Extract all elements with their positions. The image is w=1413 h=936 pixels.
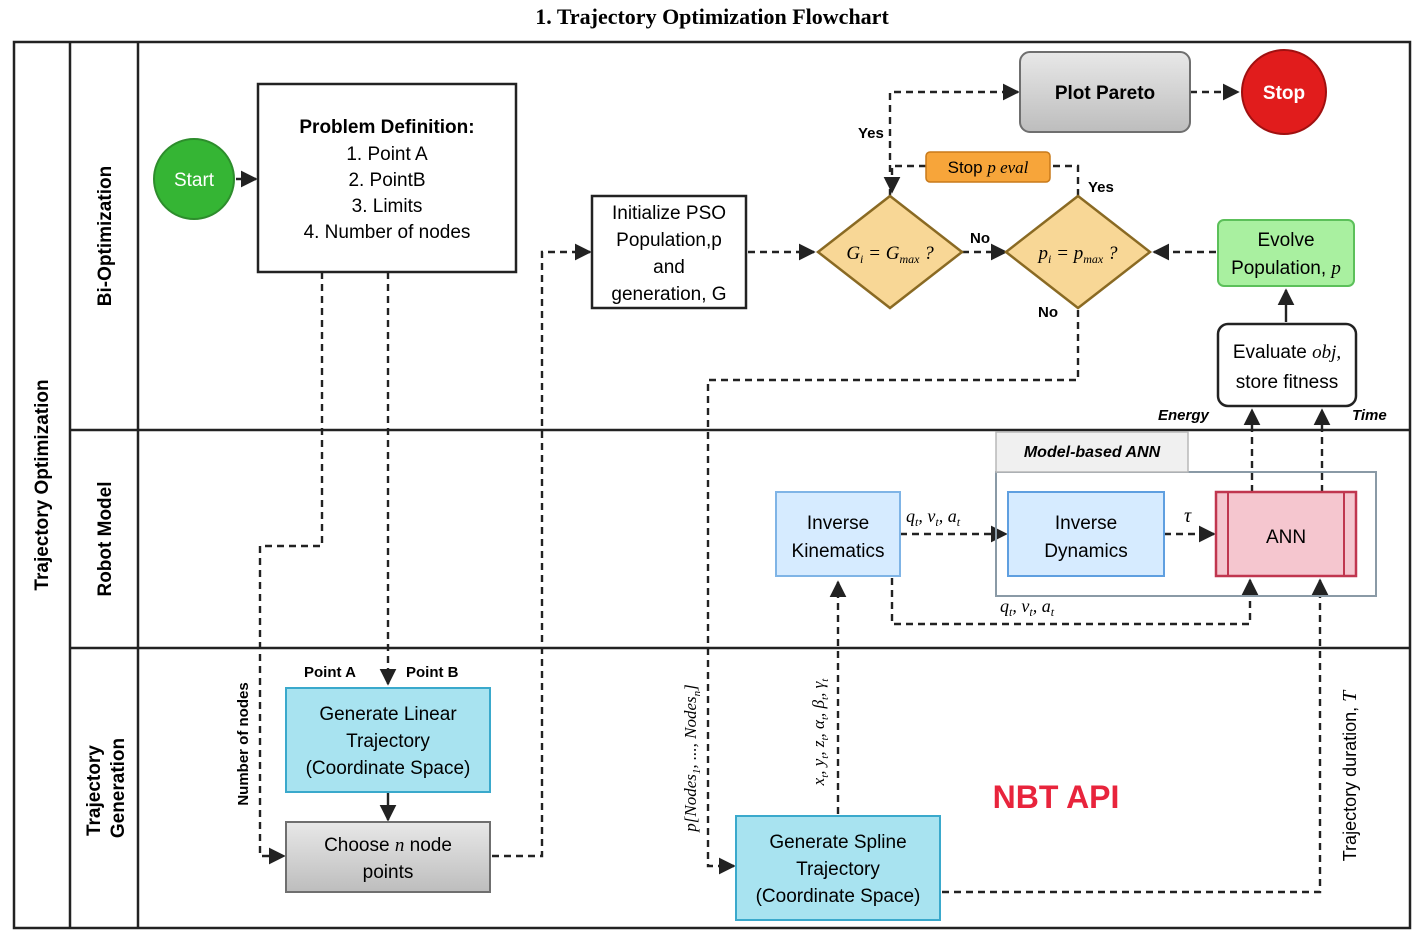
svg-text:Trajectory: Trajectory	[346, 731, 430, 752]
svg-text:3. Limits: 3. Limits	[352, 196, 423, 217]
generate-spline-trajectory-box: Generate Spline Trajectory (Coordinate S…	[735, 815, 941, 921]
inverse-dynamics-box: Inverse Dynamics	[1007, 491, 1165, 577]
svg-text:Inverse: Inverse	[1055, 513, 1117, 534]
start-node: Start	[153, 138, 235, 220]
svg-text:and: and	[653, 257, 685, 278]
edge-label-no-mid: No	[970, 230, 990, 247]
edge-label-yes-right: Yes	[1088, 179, 1114, 196]
edge-label-point-b: Point B	[406, 664, 459, 681]
svg-text:Gi = Gmax ?: Gi = Gmax ?	[846, 243, 934, 266]
svg-text:Start: Start	[174, 170, 215, 191]
evaluate-objective-box: Evaluate obj, store fitness	[1216, 322, 1358, 408]
stop-node: Stop	[1241, 49, 1327, 135]
edge-label-time: Time	[1352, 407, 1387, 424]
svg-text:(Coordinate Space): (Coordinate Space)	[756, 886, 921, 907]
svg-text:Plot Pareto: Plot Pareto	[1055, 83, 1155, 104]
edge-label-qva-bottom: qt, vt, at	[1000, 596, 1055, 619]
svg-text:Model-based ANN: Model-based ANN	[1024, 444, 1161, 461]
svg-text:Stop: Stop	[1263, 83, 1305, 104]
edge-label-point-a: Point A	[304, 664, 356, 681]
svg-text:Population, p: Population, p	[1231, 258, 1341, 279]
svg-text:Evaluate obj,: Evaluate obj,	[1233, 342, 1341, 363]
svg-text:Generate Linear: Generate Linear	[319, 704, 457, 725]
svg-text:Population,p: Population,p	[616, 230, 722, 251]
edge-label-yes-top: Yes	[858, 125, 884, 142]
svg-text:Inverse: Inverse	[807, 513, 869, 534]
svg-text:(Coordinate Space): (Coordinate Space)	[306, 758, 471, 779]
svg-text:1. Point A: 1. Point A	[346, 144, 428, 165]
svg-text:Trajectory: Trajectory	[796, 859, 880, 880]
edge-label-tau: τ	[1184, 505, 1192, 527]
svg-text:Initialize PSO: Initialize PSO	[612, 203, 726, 224]
decision-generation-max: Gi = Gmax ?	[815, 194, 965, 310]
edge-label-number-of-nodes: Number of nodes	[235, 682, 252, 805]
svg-text:Choose n node: Choose n node	[324, 835, 452, 856]
svg-text:Evolve: Evolve	[1257, 230, 1314, 251]
edge-label-nodes-vector: p[Nodes1, ..., Nodesn]	[681, 684, 703, 833]
svg-text:generation, G: generation, G	[611, 284, 726, 305]
lane-label-trajectory-generation: Trajectory Generation	[84, 738, 129, 838]
model-based-ann-group: Model-based ANN	[995, 431, 1377, 597]
lane-label-bi-optimization: Bi-Optimization	[95, 166, 116, 306]
decision-population-max: pi = pmax ?	[1003, 194, 1153, 310]
initialize-pso-box: Initialize PSO Population,p and generati…	[590, 194, 748, 310]
edge-label-trajectory-duration: Trajectory duration, T	[1339, 689, 1361, 861]
generate-linear-trajectory-box: Generate Linear Trajectory (Coordinate S…	[285, 687, 491, 793]
edge-label-no-bottom: No	[1038, 304, 1058, 321]
svg-text:Kinematics: Kinematics	[792, 541, 885, 562]
svg-text:Dynamics: Dynamics	[1044, 541, 1127, 562]
edge-label-spline-variables: xt, yt, zt, αt, βt, γt	[809, 678, 831, 787]
edges	[236, 83, 1331, 894]
inverse-kinematics-box: Inverse Kinematics	[775, 491, 901, 577]
swimlane-pool	[12, 40, 1412, 930]
svg-text:Stop p eval: Stop p eval	[948, 158, 1029, 177]
svg-text:pi = pmax ?: pi = pmax ?	[1037, 243, 1118, 266]
ann-box: ANN	[1214, 490, 1358, 578]
plot-pareto-box: Plot Pareto	[1019, 51, 1191, 133]
lane-label-robot-model: Robot Model	[95, 481, 116, 596]
choose-node-points-box: Choose n node points	[285, 821, 491, 893]
edge-label-qva-top: qt, vt, at	[906, 506, 961, 529]
svg-text:Generate Spline: Generate Spline	[769, 832, 906, 853]
problem-definition-box: Problem Definition: 1. Point A 2. PointB…	[256, 82, 518, 274]
svg-text:store fitness: store fitness	[1236, 372, 1338, 393]
svg-text:ANN: ANN	[1266, 527, 1306, 548]
pool-label: Trajectory Optimization	[32, 379, 53, 590]
stop-p-eval-label: Stop p eval	[925, 151, 1051, 183]
evolve-population-box: Evolve Population, p	[1217, 219, 1355, 287]
svg-text:Problem Definition:: Problem Definition:	[299, 117, 474, 138]
nbt-api-label: NBT API	[993, 779, 1120, 815]
svg-text:4. Number of nodes: 4. Number of nodes	[304, 222, 471, 243]
edge-label-energy: Energy	[1158, 407, 1210, 424]
diagram-title: 1. Trajectory Optimization Flowchart	[535, 4, 889, 29]
svg-text:points: points	[363, 862, 414, 883]
svg-text:2. PointB: 2. PointB	[348, 170, 425, 191]
